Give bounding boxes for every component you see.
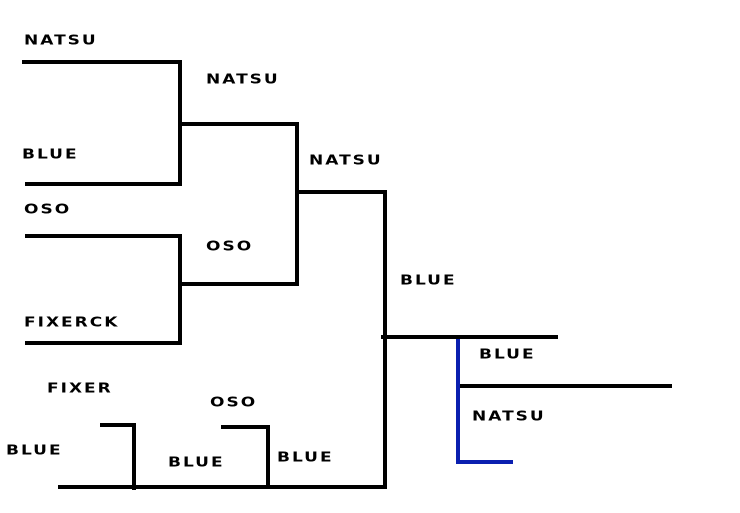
r1m2-top-label: OSO <box>24 201 72 218</box>
losers-c-line <box>221 425 270 489</box>
r1m1-line <box>22 60 182 186</box>
losers-winner-b-label: BLUE <box>277 449 334 466</box>
r1m1-bottom-label: BLUE <box>22 146 79 163</box>
grand-final-top-label: BLUE <box>479 346 536 363</box>
r1m2-bottom-label: FIXERCK <box>24 314 120 331</box>
grand-final-bottom-label: NATSU <box>472 408 546 425</box>
losers-winner-a-label: BLUE <box>168 454 225 471</box>
losers-entrant-b-label: BLUE <box>6 442 63 459</box>
upper-final-label: NATSU <box>309 152 383 169</box>
r2-bottom-label: OSO <box>206 238 254 255</box>
losers-entrant-a-label: FIXER <box>47 380 113 397</box>
losers-entrant-c-label: OSO <box>210 394 258 411</box>
losers-a-line <box>100 423 136 490</box>
losers-final-label: BLUE <box>400 272 457 289</box>
r1m2-line <box>25 234 182 345</box>
grand-final-blue-line <box>456 339 513 464</box>
r1m1-top-label: NATSU <box>24 32 98 49</box>
r2-top-label: NATSU <box>206 71 280 88</box>
